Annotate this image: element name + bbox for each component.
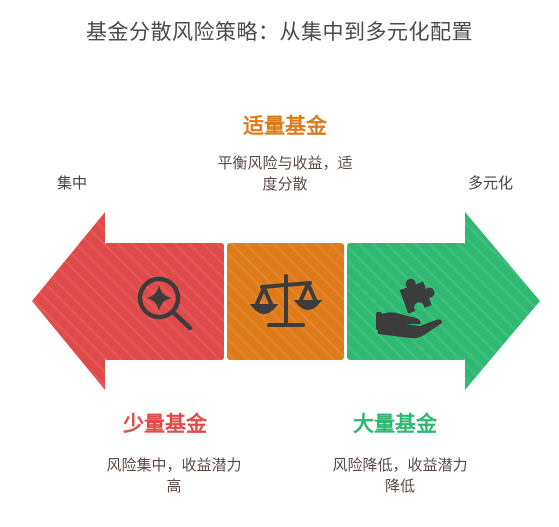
puzzle-hand-icon (376, 278, 442, 339)
right-end-label: 多元化 (468, 174, 514, 192)
left-end-label: 集中 (57, 174, 88, 192)
large-desc-line1: 风险降低，收益潜力 (332, 456, 468, 474)
small-heading: 少量基金 (123, 412, 207, 436)
balance-scale-icon (249, 274, 323, 327)
moderate-description: 平衡风险与收益，适 度分散 (185, 153, 385, 195)
moderate-desc-line1: 平衡风险与收益，适 (217, 154, 353, 172)
page-title: 基金分散风险策略：从集中到多元化配置 (86, 20, 473, 44)
small-description: 风险集中，收益潜力 高 (74, 455, 274, 497)
large-description: 风险降低，收益潜力 降低 (300, 455, 500, 497)
large-heading: 大量基金 (353, 412, 437, 436)
moderate-heading: 适量基金 (243, 114, 327, 138)
small-desc-line1: 风险集中，收益潜力 (106, 456, 242, 474)
moderate-desc-line2: 度分散 (262, 175, 308, 193)
large-desc-line2: 降低 (384, 477, 415, 495)
search-star-icon (137, 276, 193, 331)
small-desc-line2: 高 (166, 477, 182, 495)
